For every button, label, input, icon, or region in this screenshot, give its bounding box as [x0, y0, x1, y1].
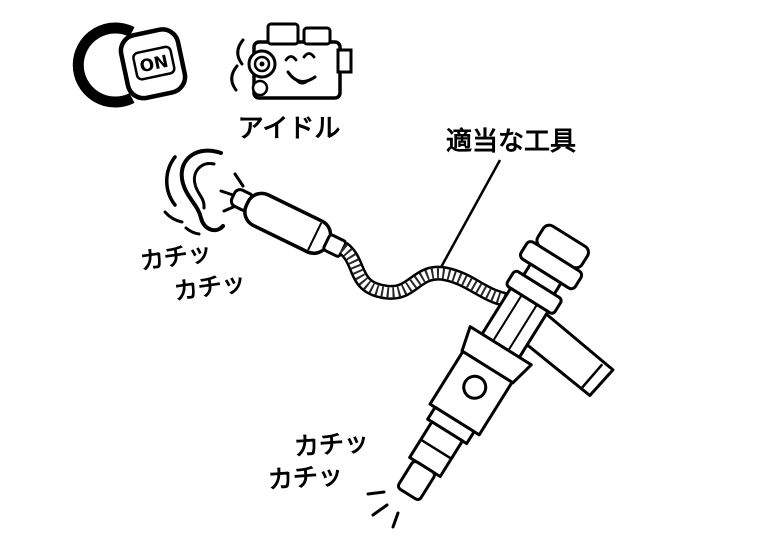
ear-icon [163, 148, 225, 236]
engine-side-tab [336, 48, 353, 74]
sound-wave-arc [165, 155, 177, 207]
injector-click-label-1: カチッ [293, 427, 370, 461]
engine-idle-icon [230, 22, 353, 100]
sound-wave-tick [184, 226, 201, 236]
vibration-arc [236, 38, 245, 66]
handle-grip-line [307, 222, 323, 251]
screwdriver-tool [229, 188, 347, 258]
engine-eye [284, 55, 298, 62]
engine-tongue [296, 80, 309, 85]
sparkle-line [366, 490, 386, 496]
engine-pulley-dot [259, 61, 265, 67]
engine-pulley-small [251, 79, 269, 97]
sparkle-line [371, 503, 389, 517]
injector-click-sparkle [366, 490, 400, 529]
engine-eye [302, 52, 316, 59]
engine-mouth [286, 70, 317, 83]
connector-cap-line [580, 363, 604, 390]
ear-click-label-1: カチッ [138, 238, 213, 276]
sound-wave-tick [163, 210, 184, 224]
tool-label: 適当な工具 [446, 126, 576, 157]
ear-click-label-2: カチッ [172, 268, 247, 306]
vibration-arc [230, 64, 239, 92]
barrel-line [420, 438, 452, 460]
ignition-key-icon: ON [72, 22, 188, 108]
injector-nozzle [396, 460, 436, 501]
shaft-knurl-texture [339, 243, 515, 306]
key-turn-arc [72, 22, 135, 108]
ear-outline [179, 148, 225, 233]
engine-top-bump [266, 22, 300, 46]
fuel-injector [396, 223, 615, 501]
key-on-badge [132, 45, 176, 81]
flexible-shaft [337, 241, 516, 309]
injector-body-hole [462, 374, 488, 400]
ear-inner-curve [192, 162, 216, 210]
idle-label: アイドル [238, 114, 341, 144]
body-stripe [492, 294, 523, 342]
injector-click-label-2: カチッ [267, 460, 344, 494]
tool-leader-line [432, 159, 502, 281]
sparkle-line [391, 511, 400, 529]
body-stripe [507, 304, 538, 352]
engine-top-bump [302, 26, 332, 46]
sparkle-line [233, 172, 245, 188]
